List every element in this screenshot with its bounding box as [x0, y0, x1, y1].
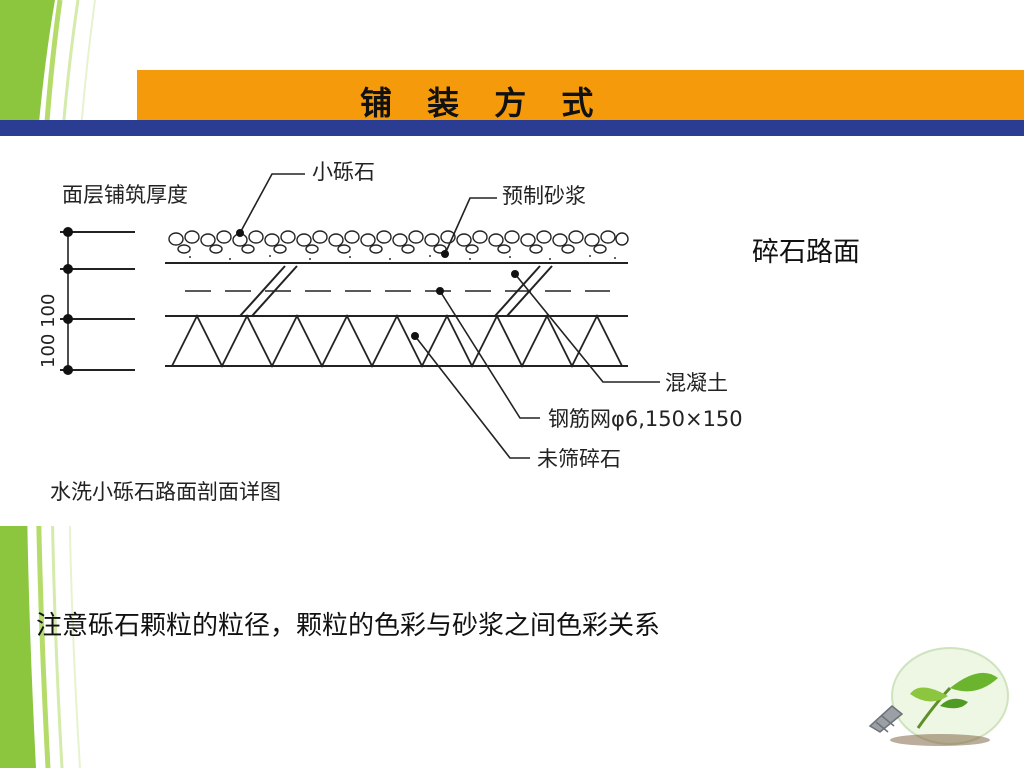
- cross-section-diagram: 面层铺筑厚度 小砾石 预制砂浆 混凝土 钢筋网φ6,150×150 未筛碎石 水…: [0, 136, 820, 526]
- label-rebar-mesh: 钢筋网φ6,150×150: [548, 407, 743, 431]
- slide-title: 铺 装 方 式: [360, 84, 606, 122]
- road-type-label: 碎石路面: [752, 237, 860, 268]
- label-unscreened-gravel: 未筛碎石: [537, 447, 621, 471]
- diagram-caption: 水洗小砾石路面剖面详图: [50, 480, 281, 504]
- design-note: 注意砾石颗粒的粒径，颗粒的色彩与砂浆之间色彩关系: [36, 611, 661, 641]
- label-concrete: 混凝土: [665, 371, 728, 395]
- label-precast-mortar: 预制砂浆: [502, 184, 586, 208]
- title-bar: [137, 70, 1024, 120]
- label-vertical-dimensions: 100 100: [38, 294, 59, 368]
- label-top-thickness: 面层铺筑厚度: [62, 183, 188, 207]
- label-small-gravel: 小砾石: [312, 160, 375, 184]
- blue-divider-bar: [0, 120, 1024, 136]
- lightbulb-plant-icon: [868, 647, 1009, 746]
